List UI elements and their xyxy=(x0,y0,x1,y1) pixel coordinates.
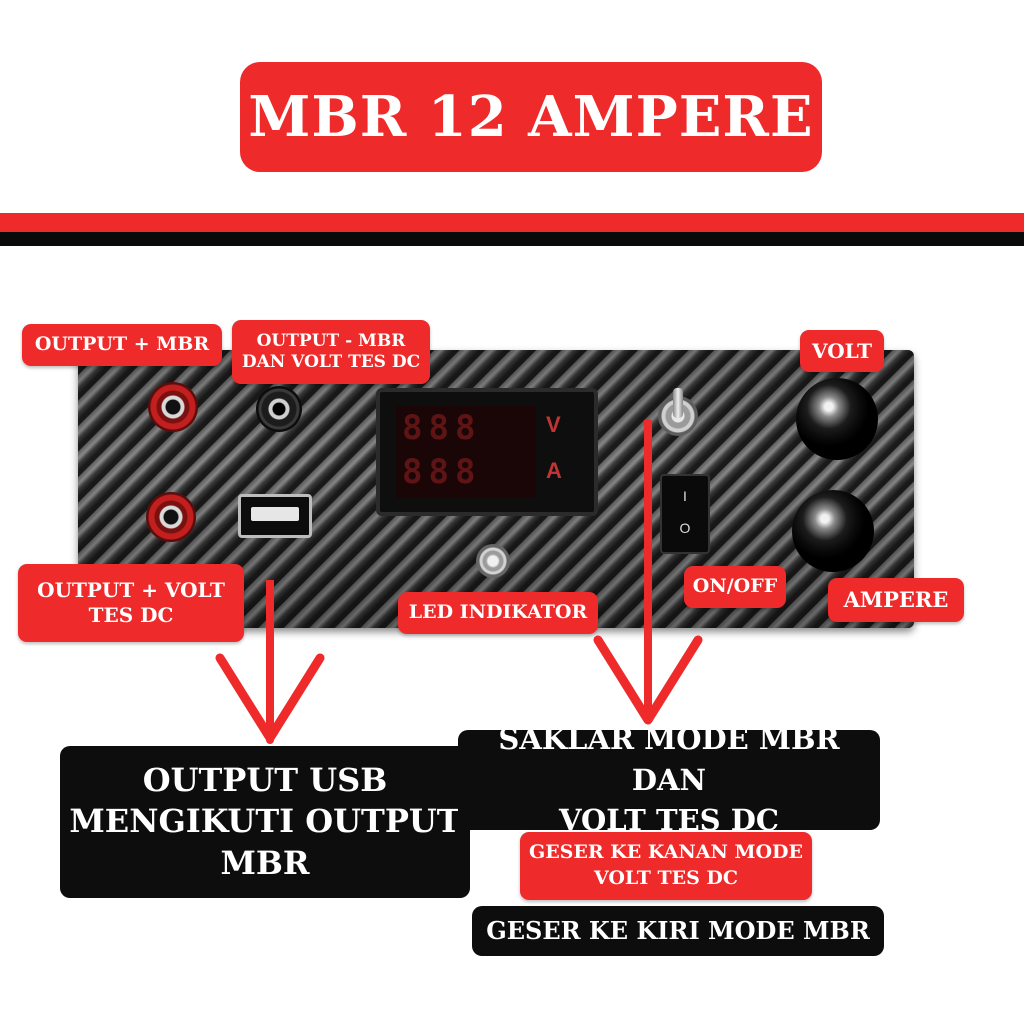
note-geser-kanan-line1: GESER KE KANAN MODE xyxy=(528,841,804,864)
note-geser-kiri: GESER KE KIRI MODE MBR xyxy=(472,906,884,956)
label-volt-text: VOLT xyxy=(812,338,872,363)
note-usb-line1: OUTPUT USB xyxy=(142,760,388,799)
arrow-down-saklar-icon xyxy=(593,420,703,725)
meter-unit-ampere: A xyxy=(546,458,562,483)
divider-black-stripe xyxy=(0,232,1024,246)
output-minus-mbr-jack[interactable] xyxy=(256,386,302,432)
output-plus-mbr-jack[interactable] xyxy=(148,382,198,432)
note-geser-kanan: GESER KE KANAN MODE VOLT TES DC xyxy=(520,832,812,900)
ampere-knob[interactable] xyxy=(792,490,874,572)
label-output-plus-volt: OUTPUT + VOLT TES DC xyxy=(18,564,244,642)
arrow-down-usb-icon xyxy=(215,580,325,744)
toggle-lever[interactable] xyxy=(673,388,683,418)
label-led-indikator: LED INDIKATOR xyxy=(398,592,598,634)
meter-display: 888 888 xyxy=(396,406,536,498)
label-on-off-text: ON/OFF xyxy=(692,575,778,598)
note-geser-kanan-line2: VOLT TES DC xyxy=(593,867,739,889)
note-saklar-line1: SAKLAR MODE MBR DAN xyxy=(498,722,840,797)
device-panel: 888 888 V A I O xyxy=(78,350,914,628)
volt-ampere-meter: 888 888 V A xyxy=(376,388,598,516)
label-volt: VOLT xyxy=(800,330,884,372)
meter-digits-top: 888 xyxy=(402,408,482,448)
on-off-rocker-switch[interactable]: I O xyxy=(660,474,710,554)
output-plus-volt-jack[interactable] xyxy=(146,492,196,542)
volt-knob[interactable] xyxy=(796,378,878,460)
label-output-minus-mbr-line2: DAN VOLT TES DC xyxy=(241,352,421,372)
divider-red-stripe xyxy=(0,213,1024,232)
note-usb-output: OUTPUT USB MENGIKUTI OUTPUT MBR xyxy=(60,746,470,898)
rocker-off-mark: O xyxy=(679,520,691,536)
page-title: MBR 12 AMPERE xyxy=(248,84,814,150)
note-usb-line2: MENGIKUTI OUTPUT xyxy=(69,802,461,841)
title-banner: MBR 12 AMPERE xyxy=(240,62,822,172)
label-output-minus-mbr: OUTPUT - MBR DAN VOLT TES DC xyxy=(232,320,430,384)
label-output-plus-volt-line1: OUTPUT + VOLT xyxy=(37,578,225,602)
note-saklar-line2: VOLT TES DC xyxy=(559,803,779,838)
label-output-plus-mbr: OUTPUT + MBR xyxy=(22,324,222,366)
label-output-minus-mbr-line1: OUTPUT - MBR xyxy=(256,330,406,351)
usb-port[interactable] xyxy=(238,494,312,538)
label-on-off: ON/OFF xyxy=(684,566,786,608)
meter-digits-bottom: 888 xyxy=(402,452,482,492)
label-led-indikator-text: LED INDIKATOR xyxy=(408,601,588,624)
led-indicator xyxy=(476,544,510,578)
label-ampere-text: AMPERE xyxy=(843,586,949,612)
note-usb-line3: MBR xyxy=(220,843,310,882)
rocker-on-mark: I xyxy=(683,488,687,504)
note-saklar-mode: SAKLAR MODE MBR DAN VOLT TES DC xyxy=(458,722,880,837)
label-output-plus-volt-line2: TES DC xyxy=(88,603,174,627)
meter-unit-volt: V xyxy=(546,412,561,437)
label-output-plus-mbr-text: OUTPUT + MBR xyxy=(34,333,210,356)
note-geser-kiri-text: GESER KE KIRI MODE MBR xyxy=(486,916,870,945)
label-ampere: AMPERE xyxy=(828,578,964,622)
